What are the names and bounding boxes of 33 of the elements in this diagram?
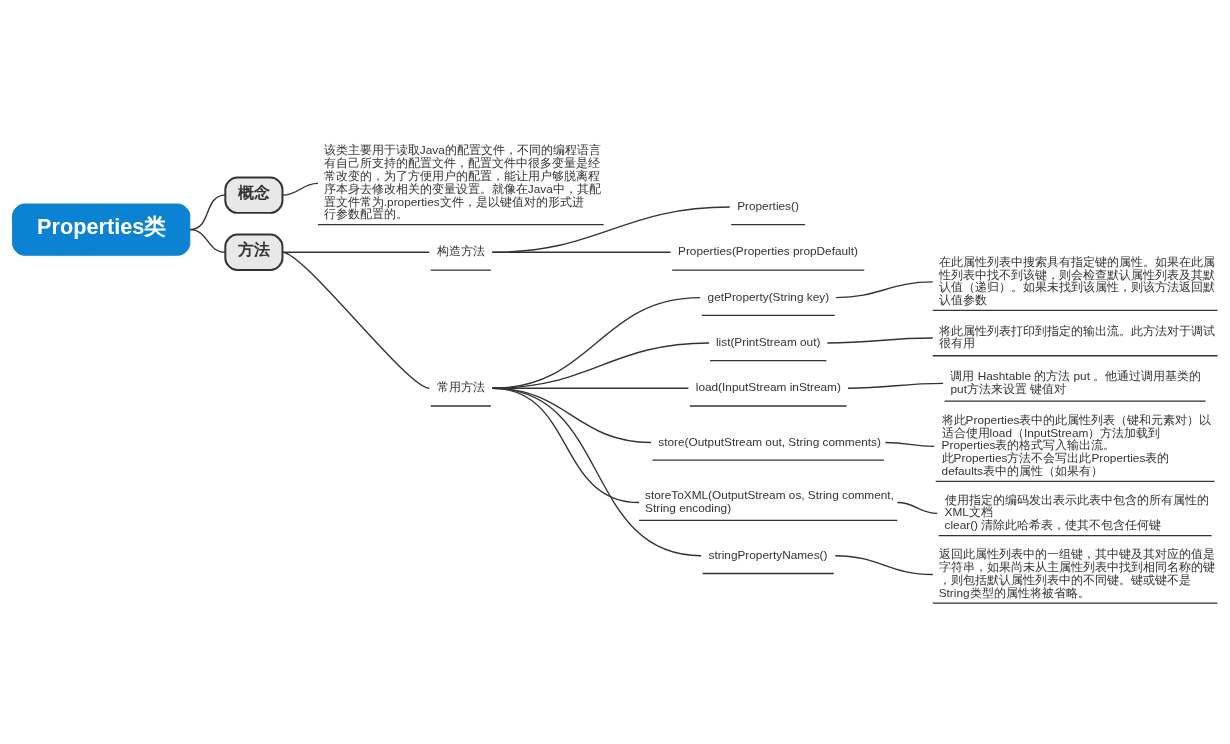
node-box: 方法 [224, 233, 284, 271]
connector [491, 296, 701, 389]
connector [491, 205, 731, 253]
node-text: 在此属性列表中搜索具有指定键的属性。如果在此属性列表中找不到该键，则会检查默认属性列表及其默认值（递归）。如果未找到该属性，则该方法返回默认值参数 [938, 254, 1215, 307]
connector [835, 280, 934, 298]
node-text: Properties(Properties propDefault) [678, 243, 858, 258]
node-text: Properties() [737, 198, 799, 213]
node-box: Properties类 [12, 203, 191, 256]
node-text: stringPropertyNames() [708, 547, 828, 562]
connector [847, 382, 944, 389]
node-text: 将此Properties表中的此属性列表（键和元素对）以适合使用load（InputStream）方法加载到Properties表的格式写入输出流。 此Properties方法不会写出此Properties表的defaults表中的属性（如果有） [941, 412, 1212, 478]
connector [491, 387, 702, 556]
node-box: 概念 [224, 175, 284, 214]
node-text: 构造方法 [436, 243, 485, 258]
node-text: list(PrintStream out) [715, 334, 821, 349]
node-text: 将此属性列表打印到指定的输出流。此方法对于调试很有用 [938, 323, 1215, 350]
node-text: store(OutputStream out, String comments) [658, 434, 881, 449]
node-text: 该类主要用于读取Java的配置文件，不同的编程语言有自己所支持的配置文件，配置文件中很多变量是经常改变的，为了方便用户的配置，能让用户够脱离程序本身去修改相关的变量设置。就像在Java中，其配置文件常为.properties文件，是以键值对的形式进行参数配置的。 [323, 142, 601, 221]
node-text: storeToXML(OutputStream os, String comment, String encoding) [645, 487, 894, 515]
node-text: getProperty(String key) [707, 289, 830, 304]
connector [189, 228, 226, 253]
node-text: 返回此属性列表中的一组键，其中键及其对应的值是字符串，如果尚未从主属性列表中找到相同名称的键，则包括默认属性列表中的不同键。键或键不是String类型的属性将被省略。 [938, 546, 1215, 600]
connector [884, 441, 935, 447]
node-text: 调用 Hashtable 的方法 put 。他通过调用基类的put方法来设置 键值对 [950, 368, 1202, 396]
connector [281, 251, 430, 389]
connector [826, 336, 934, 344]
node-text: load(InputStream inStream) [695, 379, 841, 394]
connector [896, 501, 938, 514]
connector [491, 251, 672, 253]
connector [281, 182, 319, 196]
node-text: 常用方法 [436, 379, 485, 394]
connector [834, 554, 934, 575]
node-text: 使用指定的编码发出表示此表中包含的所有属性的XML文档 clear() 清除此哈希表，使其不包含任何键 [944, 492, 1209, 532]
